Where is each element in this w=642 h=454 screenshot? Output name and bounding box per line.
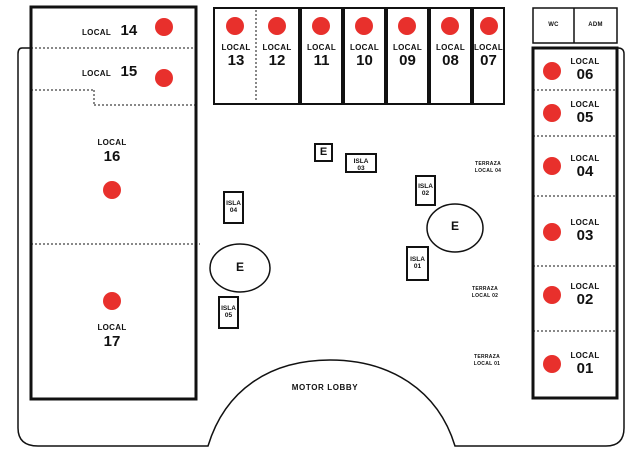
local-17-dot[interactable] bbox=[103, 292, 121, 310]
local-04-dot[interactable] bbox=[543, 157, 561, 175]
local-06-dot[interactable] bbox=[543, 62, 561, 80]
local-15-dot[interactable] bbox=[155, 69, 173, 87]
local-02-dot[interactable] bbox=[543, 286, 561, 304]
local-08: LOCAL 08 bbox=[435, 43, 466, 69]
local-09-dot[interactable] bbox=[398, 17, 416, 35]
local-01-dot[interactable] bbox=[543, 355, 561, 373]
local-02: LOCAL 02 bbox=[570, 282, 600, 308]
local-05-dot[interactable] bbox=[543, 104, 561, 122]
isla-03[interactable]: ISLA 03 bbox=[345, 153, 377, 173]
elevator-right-shape bbox=[426, 203, 484, 253]
isla-02[interactable]: ISLA 02 bbox=[415, 175, 436, 206]
local-07: LOCAL 07 bbox=[473, 43, 504, 69]
local-11-dot[interactable] bbox=[312, 17, 330, 35]
local-08-dot[interactable] bbox=[441, 17, 459, 35]
local-03-dot[interactable] bbox=[543, 223, 561, 241]
terraza-local-01: TERRAZA LOCAL 01 bbox=[473, 354, 501, 367]
local-01: LOCAL 01 bbox=[570, 351, 600, 377]
left-block bbox=[29, 5, 198, 401]
local-10: LOCAL 10 bbox=[349, 43, 380, 69]
wc-label: WC bbox=[548, 22, 559, 28]
local-03: LOCAL 03 bbox=[570, 218, 600, 244]
local-06: LOCAL 06 bbox=[570, 57, 600, 83]
terraza-local-04: TERRAZA LOCAL 04 bbox=[474, 161, 502, 174]
local-11: LOCAL 11 bbox=[306, 43, 337, 69]
local-13: LOCAL 13 bbox=[221, 43, 251, 69]
local-16-dot[interactable] bbox=[103, 181, 121, 199]
building-outline bbox=[17, 47, 625, 447]
local-05: LOCAL 05 bbox=[570, 100, 600, 126]
local-12-dot[interactable] bbox=[268, 17, 286, 35]
elevator-left-label[interactable]: E bbox=[235, 260, 244, 274]
elevator-box[interactable]: E bbox=[314, 143, 333, 162]
local-15: LOCAL 15 bbox=[82, 63, 138, 80]
local-09: LOCAL 09 bbox=[392, 43, 423, 69]
terraza-local-02: TERRAZA LOCAL 02 bbox=[471, 286, 499, 299]
motor-lobby-label: MOTOR LOBBY bbox=[291, 383, 359, 392]
elevator-left-shape bbox=[209, 243, 271, 293]
wc-adm-box bbox=[532, 7, 618, 44]
elevator-right-label[interactable]: E bbox=[450, 219, 459, 233]
right-block bbox=[531, 46, 619, 400]
local-17: LOCAL 17 bbox=[97, 323, 127, 350]
local-10-dot[interactable] bbox=[355, 17, 373, 35]
isla-04[interactable]: ISLA 04 bbox=[223, 191, 244, 224]
isla-01[interactable]: ISLA 01 bbox=[406, 246, 429, 281]
isla-05[interactable]: ISLA 05 bbox=[218, 296, 239, 329]
local-14: LOCAL 14 bbox=[82, 22, 138, 39]
top-locales bbox=[213, 7, 505, 105]
local-07-dot[interactable] bbox=[480, 17, 498, 35]
local-16: LOCAL 16 bbox=[97, 138, 127, 165]
local-13-dot[interactable] bbox=[226, 17, 244, 35]
local-14-dot[interactable] bbox=[155, 18, 173, 36]
local-12: LOCAL 12 bbox=[262, 43, 292, 69]
adm-label: ADM bbox=[588, 22, 603, 28]
local-04: LOCAL 04 bbox=[570, 154, 600, 180]
